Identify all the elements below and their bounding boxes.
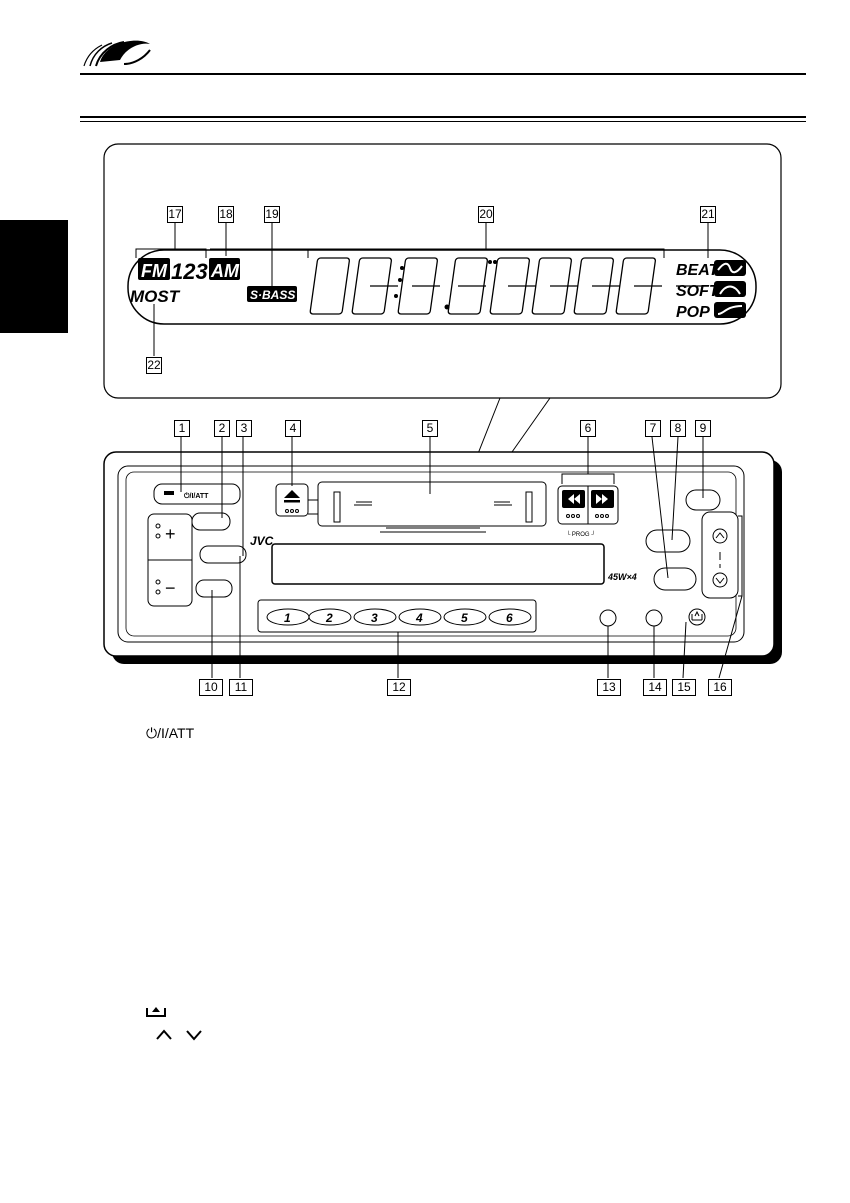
callout-12: 12 (387, 679, 411, 696)
band-number-indicator: 123 (171, 259, 208, 284)
mode-soft: SOFT (676, 283, 720, 300)
callout-6: 6 (580, 420, 596, 437)
preset-label-6: 6 (506, 611, 513, 625)
callout-13: 13 (597, 679, 621, 696)
callout-10: 10 (199, 679, 223, 696)
button-2 (192, 513, 230, 530)
most-indicator: MOST (130, 287, 181, 306)
callout-1: 1 (174, 420, 190, 437)
callout-16: 16 (708, 679, 732, 696)
am-indicator: AM (210, 261, 240, 281)
callout-2: 2 (214, 420, 230, 437)
callout-22: 22 (146, 357, 162, 374)
callout-21: 21 (700, 206, 716, 223)
callout-14: 14 (643, 679, 667, 696)
callout-19: 19 (264, 206, 280, 223)
button-14 (646, 610, 662, 626)
callout-18: 18 (218, 206, 234, 223)
fm-indicator: FM (141, 261, 168, 281)
control-panel-diagram: FM 123 AM MOST S·BASS BEAT SOFT POP ⏻/I/… (0, 0, 850, 760)
cassette-door (318, 482, 546, 526)
power-label: ⏻/I/ATT (184, 492, 209, 500)
preset-label-3: 3 (371, 611, 378, 625)
mode-pop: POP (676, 304, 710, 321)
button-7 (654, 568, 696, 590)
preset-label-2: 2 (325, 611, 333, 625)
callout-15: 15 (672, 679, 696, 696)
callout-8: 8 (670, 420, 686, 437)
callout-11: 11 (229, 679, 253, 696)
volume-down-icon: − (165, 578, 176, 598)
unit-display-window (272, 544, 604, 584)
mode-beat: BEAT (676, 262, 720, 279)
callout-7: 7 (645, 420, 661, 437)
callout-20: 20 (478, 206, 494, 223)
preset-label-5: 5 (461, 611, 468, 625)
prog-label: └ PROG ┘ (566, 530, 596, 538)
brand-logo: JVC (250, 534, 274, 548)
legend-up-down-arrow-icon (155, 1028, 205, 1042)
callout-17: 17 (167, 206, 183, 223)
sbass-indicator: S·BASS (250, 288, 295, 302)
volume-up-icon: + (165, 524, 176, 544)
pop-curve-icon (714, 302, 746, 318)
soft-curve-icon (714, 281, 746, 297)
button-8 (646, 530, 690, 552)
callout-5: 5 (422, 420, 438, 437)
button-11 (200, 546, 246, 563)
output-label: 45W×4 (607, 572, 637, 582)
preset-label-4: 4 (415, 611, 423, 625)
button-10 (196, 580, 232, 597)
callout-3: 3 (236, 420, 252, 437)
button-13 (600, 610, 616, 626)
legend-power-symbol: ⏻/I/ATT (146, 725, 194, 742)
callout-4: 4 (285, 420, 301, 437)
legend-eject-icon (145, 1004, 167, 1020)
preset-label-1: 1 (284, 611, 291, 625)
callout-9: 9 (695, 420, 711, 437)
